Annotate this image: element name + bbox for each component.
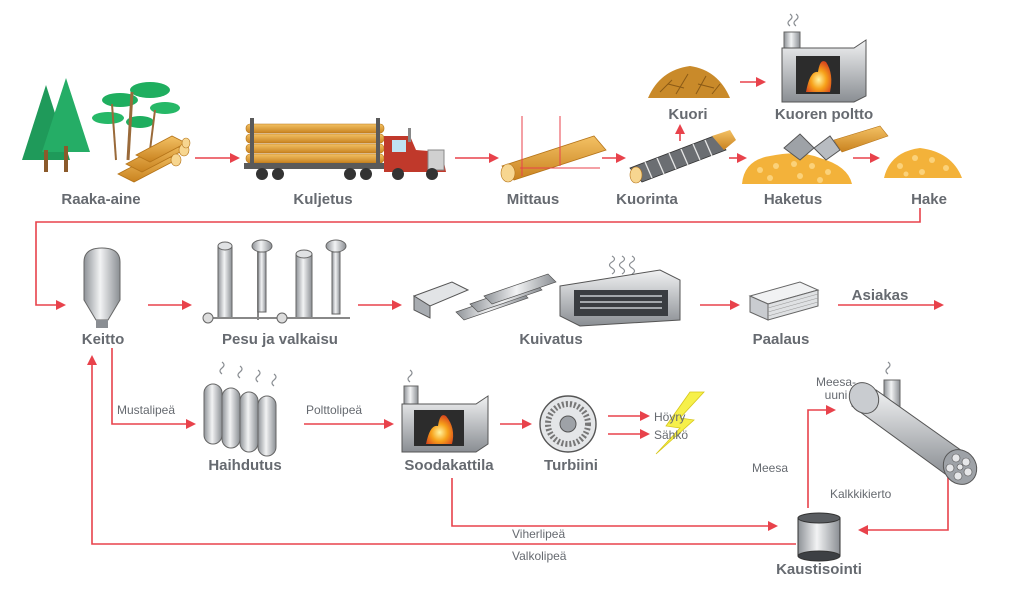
bark-furnace [781,13,867,103]
causticizing-tank [797,512,841,562]
label-keitto: Keitto [82,331,125,348]
chipper [742,125,889,184]
flow-labels: Mustalipeä Polttolipeä Höyry Sähkö Meesa… [117,403,892,563]
trees-illustration [22,78,180,172]
arrow-keitto-haihdutus [111,348,196,429]
measured-log [500,116,607,183]
log-pile [117,135,191,183]
lightning-icon [655,391,705,455]
turbine [539,395,597,453]
label-polttolipea: Polttolipeä [306,403,362,417]
process-labels: Raaka-aine Kuljetus Mittaus Kuorinta Hak… [61,106,947,578]
label-mustalipea: Mustalipeä [117,403,175,417]
label-paalaus: Paalaus [753,331,810,348]
label-haketus: Haketus [764,191,822,208]
drying-machine [412,255,681,327]
label-kuivatus: Kuivatus [519,331,582,348]
bark-pile [648,66,730,98]
label-hake: Hake [911,191,947,208]
label-sahko: Sähkö [654,428,688,442]
bales [748,281,820,321]
label-soodakattila: Soodakattila [404,457,494,474]
label-meesauuni-line1: Meesa- [816,375,856,389]
label-pesu-ja-valkaisu: Pesu ja valkaisu [222,331,338,348]
label-hoyry: Höyry [654,410,685,424]
label-valkolipea: Valkolipeä [512,549,567,563]
label-kuori: Kuori [668,106,707,123]
arrow-viherlipea [451,478,778,531]
label-asiakas: Asiakas [852,287,909,304]
label-kaustisointi: Kaustisointi [776,561,862,578]
arrow-valkolipea [87,355,796,545]
label-meesauuni-line2: uuni [825,388,848,402]
arrow-hake-keitto [35,208,921,310]
label-kuorinta: Kuorinta [616,191,678,208]
label-meesa: Meesa [752,461,788,475]
recovery-boiler [401,369,489,453]
label-kalkkikierto: Kalkkikierto [830,487,892,501]
arrow-meesa [807,405,836,508]
lime-kiln [848,361,978,485]
arrow-kalkkikierto [858,470,949,535]
washers [202,239,350,324]
label-kuljetus: Kuljetus [293,191,352,208]
debarking-log [629,130,736,184]
label-viherlipea: Viherlipeä [512,527,565,541]
label-turbiini: Turbiini [544,457,598,474]
evaporators [203,361,277,457]
flow-arrows [35,77,949,545]
truck-illustration [244,118,446,180]
label-kuoren-poltto: Kuoren poltto [775,106,873,123]
digester [83,247,121,328]
label-haihdutus: Haihdutus [208,457,281,474]
wood-chips [884,148,962,178]
label-raaka-aine: Raaka-aine [61,191,140,208]
label-mittaus: Mittaus [507,191,560,208]
